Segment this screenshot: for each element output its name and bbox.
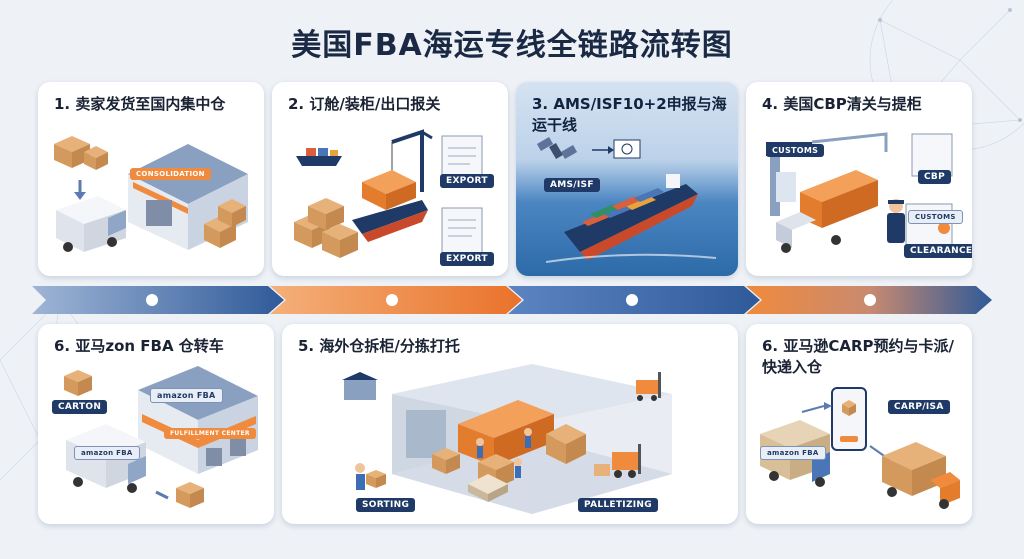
domestic-warehouse-illustration bbox=[54, 136, 248, 252]
customs-doc-tag: CUSTOMS bbox=[908, 210, 963, 224]
carp-isa-tag: CARP/ISA bbox=[888, 400, 950, 414]
consolidation-tag: CONSOLIDATION bbox=[130, 168, 211, 180]
cbp-tag: CBP bbox=[918, 170, 951, 184]
amazon-fba-sign: amazon FBA bbox=[150, 388, 223, 403]
amazon-fba-truck-label: amazon FBA bbox=[74, 446, 140, 460]
step-1-label: 1. 卖家发货至国内集中仓 bbox=[54, 95, 226, 113]
step-dot-1 bbox=[146, 294, 158, 306]
sorting-tag: SORTING bbox=[356, 498, 416, 512]
clearance-tag: CLEARANCE bbox=[904, 244, 972, 258]
step-carp-label: 6. 亚马逊CARP预约与卡派/快递入仓 bbox=[762, 337, 954, 376]
ams-isf-tag: AMS/ISF bbox=[544, 178, 600, 192]
palletizing-tag: PALLETIZING bbox=[578, 498, 658, 512]
fulfillment-center-sign: FULFILLMENT CENTER bbox=[164, 428, 256, 439]
container-ship-loading-illustration bbox=[294, 129, 483, 261]
overseas-warehouse-sorting-illustration bbox=[342, 364, 672, 514]
step-card-carp: 6. 亚马逊CARP预约与卡派/快递入仓 CARP/ISA amazon FBA bbox=[746, 324, 972, 524]
step-card-2: 2. 订舱/装柜/出口报关 EXPORT EXPORT bbox=[272, 82, 508, 276]
export-tag-2: EXPORT bbox=[440, 252, 494, 266]
step-dot-3 bbox=[626, 294, 638, 306]
step-5-label: 5. 海外仓拆柜/分拣打托 bbox=[298, 337, 460, 355]
step-card-3: 3. AMS/ISF10+2申报与海运干线 AMS/ISF bbox=[516, 82, 738, 276]
step-card-fba-transfer: 6. 亚马zon FBA 仓转车 CARTON amazon FBA FULFI… bbox=[38, 324, 274, 524]
step-2-label: 2. 订舱/装柜/出口报关 bbox=[288, 95, 441, 113]
step-card-4: 4. 美国CBP清关与提柜 CUSTOMS CBP CUSTOMS CLEARA… bbox=[746, 82, 972, 276]
step-fba-transfer-label: 6. 亚马zon FBA 仓转车 bbox=[54, 337, 224, 355]
page-title: 美国FBA海运专线全链路流转图 bbox=[291, 28, 733, 63]
carton-tag: CARTON bbox=[52, 400, 108, 414]
export-tag-1: EXPORT bbox=[440, 174, 494, 188]
step-dot-2 bbox=[386, 294, 398, 306]
step-card-5: 5. 海外仓拆柜/分拣打托 SORTING PALLETIZING bbox=[282, 324, 738, 524]
step-4-label: 4. 美国CBP清关与提柜 bbox=[762, 95, 922, 113]
customs-booth-tag: CUSTOMS bbox=[766, 144, 825, 157]
ocean-freight-illustration bbox=[536, 137, 717, 263]
process-flow-arrow-band bbox=[32, 286, 992, 314]
step-dot-4 bbox=[864, 294, 876, 306]
step-card-1: 1. 卖家发货至国内集中仓 CONSOLIDATION bbox=[38, 82, 264, 276]
amazon-fba-truck-label-2: amazon FBA bbox=[760, 446, 826, 460]
step-3-label: 3. AMS/ISF10+2申报与海运干线 bbox=[532, 95, 727, 134]
